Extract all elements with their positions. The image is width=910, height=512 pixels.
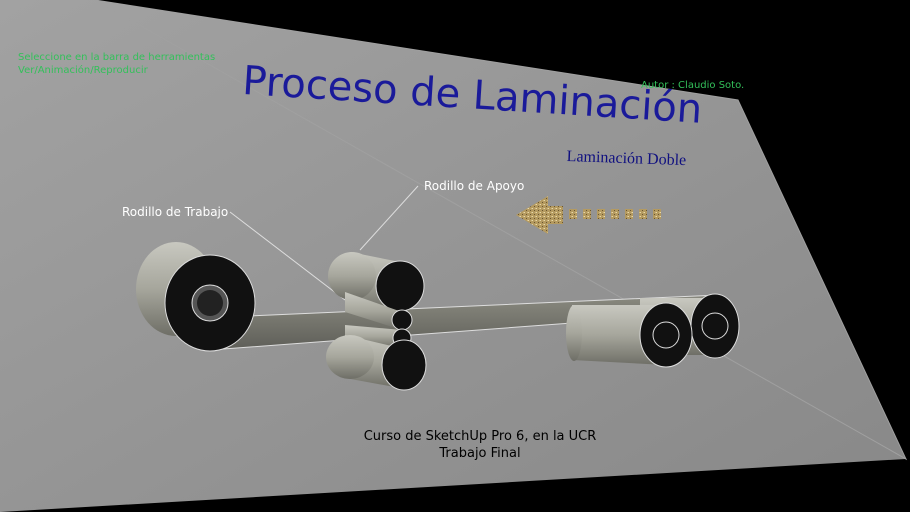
lower-backup-roll [326,335,427,391]
upper-work-roll [345,292,413,331]
hud-author: Autor : Claudio Soto. [641,80,745,91]
takeup-coil-front [566,302,693,368]
hud-instructions: Seleccione en la barra de herramientas V… [18,52,216,76]
caption-final-work: Trabajo Final [439,446,521,461]
left-arrow-icon [516,196,661,234]
feed-coil [136,242,256,352]
leader-line-work-roll [229,211,346,301]
leader-line-backup-roll [359,185,419,251]
label-work-roll: Rodillo de Trabajo [122,205,229,219]
plane-edge [94,0,908,461]
label-backup-roll: Rodillo de Apoyo [424,179,525,193]
caption-course: Curso de SketchUp Pro 6, en la UCR [363,429,597,444]
upper-backup-roll [328,252,425,312]
